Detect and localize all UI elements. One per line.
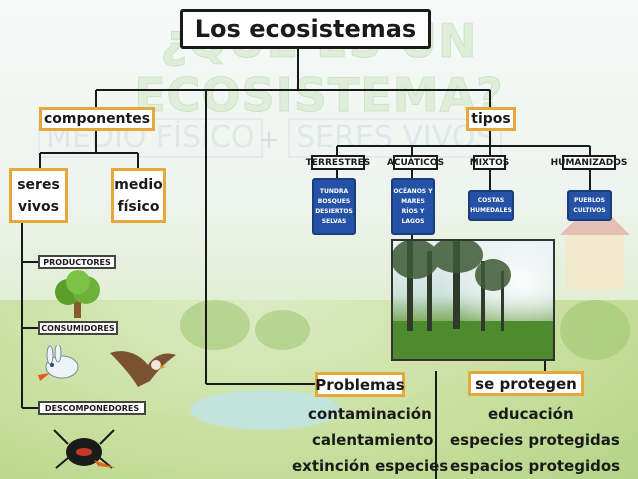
example-text: OCÉANOS Y bbox=[393, 187, 433, 195]
eagle-icon bbox=[110, 351, 176, 387]
consumidores-box: CONSUMIDORES bbox=[38, 321, 118, 335]
protection-item: especies protegidas bbox=[450, 431, 620, 449]
example-text: RÍOS Y bbox=[401, 207, 425, 215]
proteccion-box: se protegen bbox=[468, 371, 584, 396]
medio-fisico-line1: medio bbox=[114, 176, 163, 193]
example-text: PUEBLOS bbox=[574, 196, 605, 204]
example-text: TUNDRA bbox=[319, 187, 349, 195]
example-text: DESIERTOS bbox=[315, 207, 353, 215]
forest-image bbox=[393, 241, 553, 359]
seres-vivos-box: seres vivos bbox=[9, 168, 68, 223]
productores-box: PRODUCTORES bbox=[38, 255, 116, 269]
medio-fisico-box: medio físico bbox=[111, 168, 166, 223]
rabbit-icon bbox=[38, 345, 79, 381]
humanizados-examples: PUEBLOS CULTIVOS bbox=[567, 190, 612, 221]
category-terrestres: TERRESTRES bbox=[306, 155, 370, 170]
bg-tree bbox=[560, 300, 630, 360]
example-text: COSTAS bbox=[477, 196, 505, 204]
background-seres-vivos: SERES VIVOS bbox=[288, 118, 503, 158]
terrestres-examples: TUNDRA BOSQUES DESIERTOS SELVAS bbox=[312, 178, 356, 235]
acuaticos-examples: OCÉANOS Y MARES RÍOS Y LAGOS bbox=[391, 178, 435, 235]
tipos-box: tipos bbox=[466, 107, 516, 131]
category-acuaticos: ACUÁTICOS bbox=[387, 155, 444, 170]
example-text: BOSQUES bbox=[317, 197, 351, 205]
descomponedores-box: DESCOMPONEDORES bbox=[38, 401, 146, 415]
seres-vivos-line2: vivos bbox=[17, 198, 59, 215]
background-plus: + bbox=[258, 125, 280, 155]
example-text: HUMEDALES bbox=[470, 206, 512, 214]
medio-fisico-line2: físico bbox=[117, 198, 160, 215]
main-title: Los ecosistemas bbox=[180, 9, 431, 49]
protection-item: educación bbox=[488, 405, 574, 423]
beetle-icon bbox=[53, 429, 116, 469]
bg-tree bbox=[255, 310, 310, 350]
componentes-box: componentes bbox=[39, 107, 155, 131]
example-text: LAGOS bbox=[401, 217, 425, 225]
category-humanizados: HUMANIZADOS bbox=[551, 155, 627, 170]
bg-tree bbox=[180, 300, 250, 350]
problemas-box: Problemas bbox=[315, 372, 405, 397]
problem-item: contaminación bbox=[308, 405, 432, 423]
mixtos-examples: COSTAS HUMEDALES bbox=[468, 190, 514, 221]
problem-item: extinción especies bbox=[292, 457, 449, 475]
example-text: SELVAS bbox=[321, 217, 347, 225]
example-text: CULTIVOS bbox=[573, 206, 606, 214]
problem-item: calentamiento bbox=[312, 431, 434, 449]
example-text: MARES bbox=[401, 197, 425, 205]
seres-vivos-line1: seres bbox=[17, 176, 60, 193]
category-mixtos: MIXTOS bbox=[470, 155, 509, 170]
tree-icon bbox=[55, 270, 100, 318]
forest-photo bbox=[391, 239, 555, 361]
protection-item: espacios protegidos bbox=[450, 457, 621, 475]
